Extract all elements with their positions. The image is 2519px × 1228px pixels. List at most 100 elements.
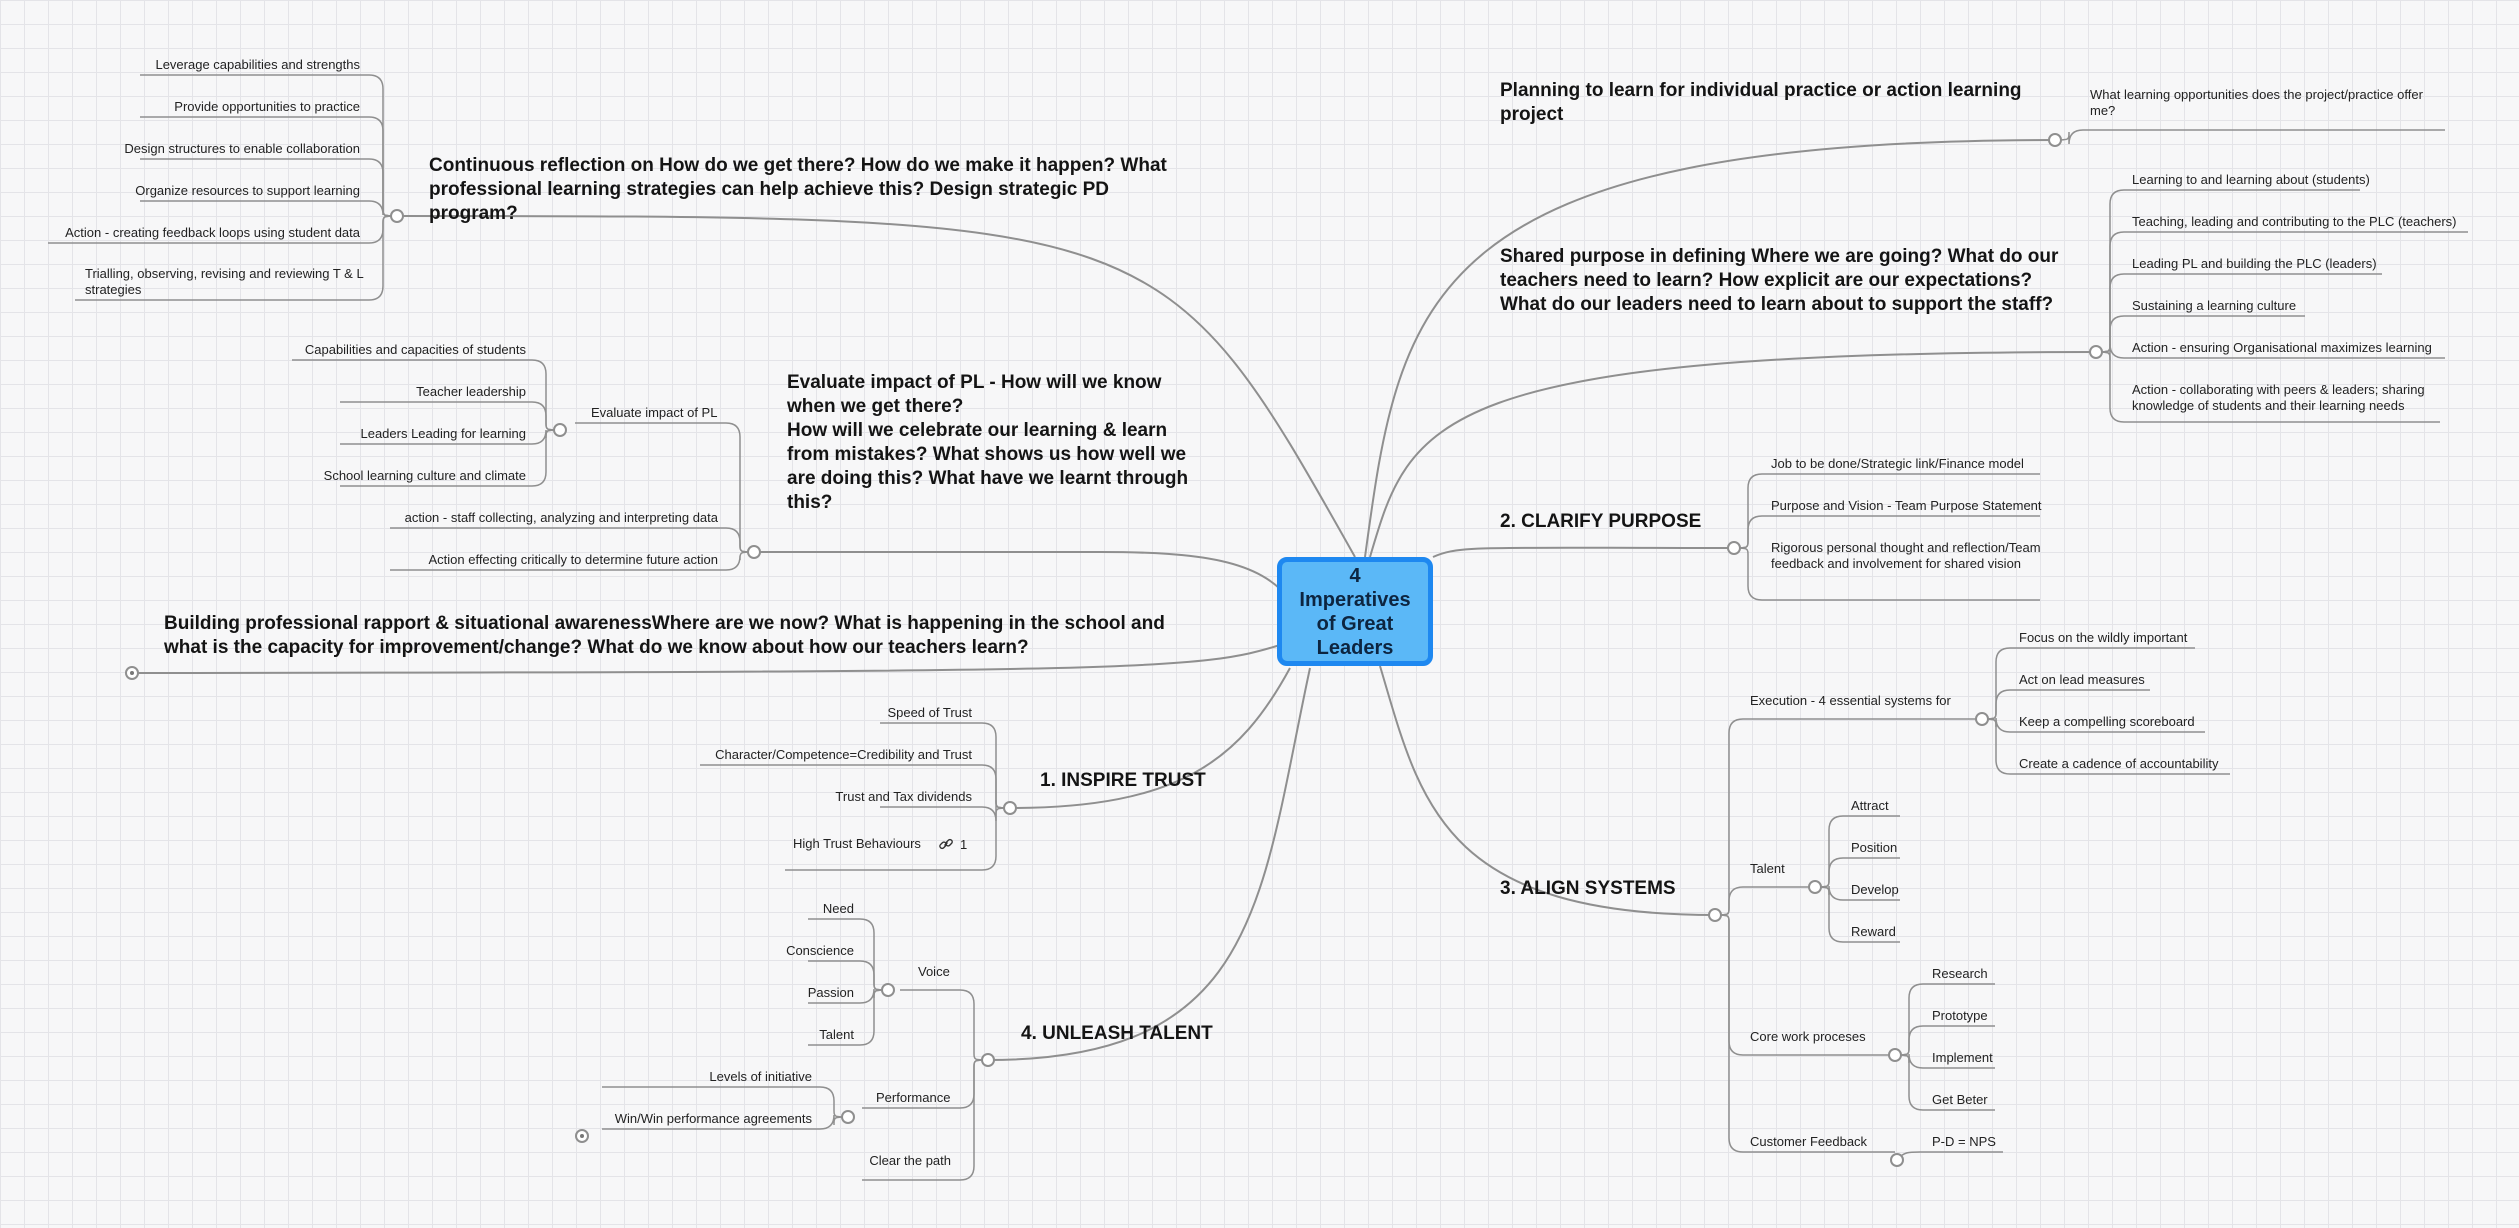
- evaluate-item-1[interactable]: action - staff collecting, analyzing and…: [404, 510, 718, 525]
- talent-item-3[interactable]: Develop: [1851, 882, 1899, 897]
- toggle-clarify[interactable]: [1727, 541, 1741, 555]
- align-branch: [1714, 718, 1982, 916]
- voice-branch: [808, 989, 889, 1046]
- shared-item-6[interactable]: Action - collaborating with peers & lead…: [2132, 382, 2425, 413]
- topic-building-rapport[interactable]: Building professional rapport & situatio…: [164, 613, 1165, 658]
- execution-item-4[interactable]: Create a cadence of accountability: [2019, 756, 2219, 771]
- shared-item-1[interactable]: Learning to and learning about (students…: [2132, 172, 2370, 187]
- evaluate-sub-item-2[interactable]: Teacher leadership: [416, 384, 526, 399]
- toggle-feedback[interactable]: [1890, 1153, 1904, 1167]
- trust-item-1[interactable]: Speed of Trust: [887, 705, 972, 720]
- voice-item-2[interactable]: Conscience: [786, 943, 854, 958]
- voice-item-1[interactable]: Need: [822, 901, 854, 916]
- toggle-performance[interactable]: [841, 1110, 855, 1124]
- continuous-item-4[interactable]: Organize resources to support learning: [135, 183, 360, 198]
- performance-item-2[interactable]: Win/Win performance agreements: [614, 1111, 812, 1126]
- topic-inspire-trust[interactable]: 1. INSPIRE TRUST: [1040, 770, 1206, 791]
- core-branch: [1894, 1054, 1995, 1111]
- toggle-align[interactable]: [1708, 908, 1722, 922]
- planning-branch: [2054, 129, 2445, 145]
- continuous-item-3[interactable]: Design structures to enable collaboratio…: [124, 141, 360, 156]
- talent-item-2[interactable]: Position: [1851, 840, 1898, 855]
- shared-item-3[interactable]: Leading PL and building the PLC (leaders…: [2132, 256, 2377, 271]
- toggle-inspire-trust[interactable]: [1003, 801, 1017, 815]
- clarify-item-2[interactable]: Purpose and Vision - Team Purpose Statem…: [1771, 498, 2042, 513]
- core-item-2[interactable]: Prototype: [1932, 1008, 1988, 1023]
- planning-item-1[interactable]: What learning opportunities does the pro…: [2090, 87, 2423, 118]
- performance-sub-topic[interactable]: Performance: [876, 1090, 951, 1105]
- evaluate-sub-item-3[interactable]: Leaders Leading for learning: [360, 426, 526, 441]
- link-badge[interactable]: 1: [938, 836, 967, 852]
- clarify-item-1[interactable]: Job to be done/Strategic link/Finance mo…: [1771, 456, 2024, 471]
- talent-sub-topic[interactable]: Talent: [1750, 861, 1785, 876]
- shared-branch: [2095, 351, 2440, 423]
- continuous-branch: [75, 215, 398, 301]
- execution-item-1[interactable]: Focus on the wildly important: [2019, 630, 2188, 645]
- execution-branch: [1981, 718, 2230, 775]
- connector-planning: [1364, 139, 2056, 558]
- talent-item-1[interactable]: Attract: [1851, 798, 1889, 813]
- topic-planning-to-learn[interactable]: Planning to learn for individual practic…: [1500, 80, 2022, 125]
- trust-item-2[interactable]: Character/Competence=Credibility and Tru…: [715, 747, 972, 762]
- evaluate-sub-topic[interactable]: Evaluate impact of PL: [591, 405, 718, 420]
- central-topic[interactable]: 4 Imperatives of Great Leaders: [1277, 557, 1433, 666]
- trust-branch: [785, 807, 1011, 871]
- shared-item-2[interactable]: Teaching, leading and contributing to th…: [2132, 214, 2457, 229]
- core-item-4[interactable]: Get Beter: [1932, 1092, 1988, 1107]
- voice-sub-topic[interactable]: Voice: [918, 964, 950, 979]
- topic-continuous-reflection[interactable]: Continuous reflection on How do we get t…: [429, 155, 1167, 224]
- connector-align: [1379, 665, 1716, 916]
- toggle-evaluate[interactable]: [747, 545, 761, 559]
- voice-item-3[interactable]: Passion: [807, 985, 854, 1000]
- evaluate-item-2[interactable]: Action effecting critically to determine…: [428, 552, 718, 567]
- connector-unleash-talent: [987, 667, 1311, 1061]
- evaluate-sub-item-1[interactable]: Capabilities and capacities of students: [304, 342, 526, 357]
- continuous-branch: [140, 200, 398, 217]
- execution-item-3[interactable]: Keep a compelling scoreboard: [2019, 714, 2195, 729]
- talent-item-4[interactable]: Reward: [1851, 924, 1896, 939]
- topic-shared-purpose[interactable]: Shared purpose in defining Where we are …: [1500, 246, 2059, 315]
- evaluate-sub-item-4[interactable]: School learning culture and climate: [323, 468, 526, 483]
- toggle-shared[interactable]: [2089, 345, 2103, 359]
- toggle-continuous[interactable]: [390, 209, 404, 223]
- execution-sub-topic[interactable]: Execution - 4 essential systems for: [1750, 693, 1951, 708]
- feedback-item-1[interactable]: P-D = NPS: [1932, 1134, 1996, 1149]
- toggle-voice[interactable]: [881, 983, 895, 997]
- trust-item-3[interactable]: Trust and Tax dividends: [835, 789, 972, 804]
- continuous-item-5[interactable]: Action - creating feedback loops using s…: [65, 225, 360, 240]
- toggle-planning[interactable]: [2048, 133, 2062, 147]
- talent-branch: [862, 1059, 989, 1181]
- performance-item-1[interactable]: Levels of initiative: [709, 1069, 812, 1084]
- continuous-item-1[interactable]: Leverage capabilities and strengths: [155, 57, 360, 72]
- toggle-evaluate-sub[interactable]: [553, 423, 567, 437]
- feedback-sub-topic[interactable]: Customer Feedback: [1750, 1134, 1868, 1149]
- topic-align-systems[interactable]: 3. ALIGN SYSTEMS: [1500, 878, 1676, 899]
- continuous-item-6[interactable]: Trialling, observing, revising and revie…: [85, 266, 364, 297]
- execution-item-2[interactable]: Act on lead measures: [2019, 672, 2145, 687]
- clarify-item-3[interactable]: Rigorous personal thought and reflection…: [1771, 540, 2041, 571]
- connector-building: [131, 644, 1281, 674]
- topic-evaluate-impact[interactable]: Evaluate impact of PL - How will we know…: [787, 372, 1189, 513]
- trust-item-4[interactable]: High Trust Behaviours: [793, 836, 921, 851]
- connector-inspire-trust: [1009, 667, 1291, 809]
- toggle-talent[interactable]: [1808, 880, 1822, 894]
- topic-unleash-talent[interactable]: 4. UNLEASH TALENT: [1021, 1023, 1213, 1044]
- expand-indicator: [130, 671, 134, 675]
- core-item-1[interactable]: Research: [1932, 966, 1988, 981]
- voice-item-4[interactable]: Talent: [819, 1027, 854, 1042]
- toggle-core[interactable]: [1888, 1048, 1902, 1062]
- topic-clarify-purpose[interactable]: 2. CLARIFY PURPOSE: [1500, 511, 1702, 532]
- continuous-item-2[interactable]: Provide opportunities to practice: [174, 99, 360, 114]
- toggle-unleash-talent[interactable]: [981, 1053, 995, 1067]
- core-item-3[interactable]: Implement: [1932, 1050, 1993, 1065]
- clear-the-path[interactable]: Clear the path: [869, 1153, 951, 1168]
- toggle-execution[interactable]: [1975, 712, 1989, 726]
- shared-item-4[interactable]: Sustaining a learning culture: [2132, 298, 2297, 313]
- connector-evaluate: [754, 551, 1291, 601]
- core-sub-topic[interactable]: Core work proceses: [1750, 1029, 1866, 1044]
- link-icon: [939, 838, 953, 850]
- performance-branch: [602, 1114, 849, 1130]
- shared-item-5[interactable]: Action - ensuring Organisational maximiz…: [2132, 340, 2432, 355]
- talent-branch: [900, 989, 989, 1061]
